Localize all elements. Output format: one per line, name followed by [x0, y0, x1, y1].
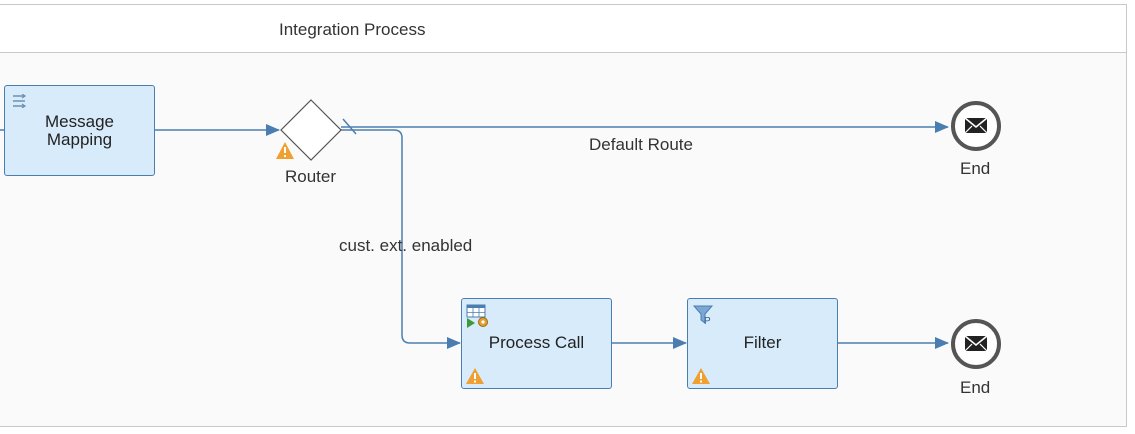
warning-icon	[466, 368, 484, 384]
end-event-bottom[interactable]	[951, 319, 1001, 369]
svg-text:P: P	[704, 316, 711, 326]
router-gateway[interactable]	[280, 99, 342, 161]
process-call-label: Process Call	[488, 333, 585, 352]
end-top-label: End	[960, 159, 991, 178]
warning-icon	[276, 142, 294, 159]
envelope-icon	[964, 117, 988, 134]
filter-icon: P	[693, 305, 714, 326]
ext-route-connector[interactable]	[341, 129, 461, 349]
filter-label: Filter	[743, 333, 782, 352]
pool-header: Integration Process	[0, 5, 1126, 53]
mapping-icon	[13, 94, 27, 108]
default-route-marker	[342, 118, 357, 135]
message-mapping-step[interactable]: Message Mapping	[4, 85, 155, 176]
warning-icon	[692, 368, 710, 384]
end-bottom-label: End	[960, 378, 991, 397]
end-event-top[interactable]	[951, 101, 1001, 151]
process-call-icon	[466, 304, 488, 328]
ext-route-label: cust. ext. enabled	[339, 236, 473, 255]
message-mapping-label-line1: Message	[45, 112, 114, 131]
pool-title: Integration Process	[279, 20, 426, 39]
filter-step[interactable]: P Filter	[687, 298, 838, 389]
envelope-icon	[964, 335, 988, 352]
message-mapping-label-line2: Mapping	[46, 130, 113, 149]
process-call-step[interactable]: Process Call	[461, 298, 612, 389]
router-label: Router	[285, 167, 337, 186]
default-route-label: Default Route	[589, 135, 693, 154]
